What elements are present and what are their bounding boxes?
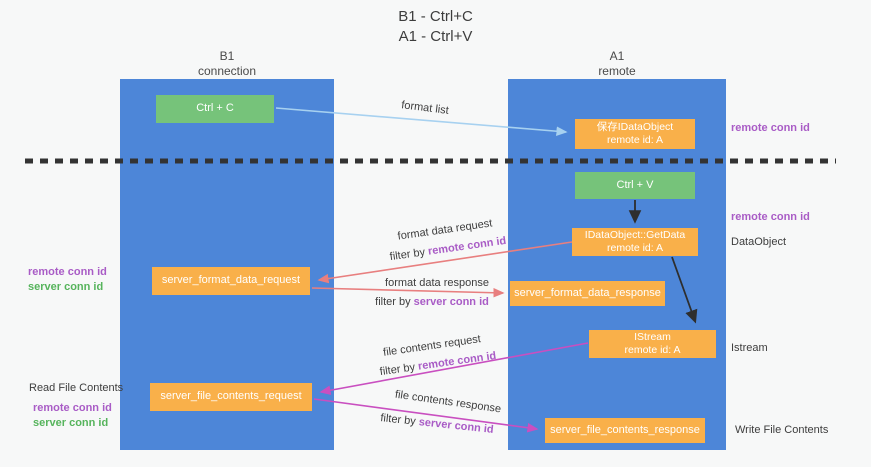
filter-by-text: filter by bbox=[379, 412, 417, 428]
filter-by-text: filter by bbox=[375, 296, 411, 308]
flow-label-filter-server-2: filter by server conn id bbox=[380, 412, 494, 436]
lane-a1-role: remote bbox=[598, 64, 636, 78]
node-ctrl-v: Ctrl + V bbox=[575, 172, 695, 199]
flow-label-format-list: format list bbox=[400, 99, 450, 117]
remote-conn-id-text: remote conn id bbox=[427, 234, 507, 258]
left-label-server-conn-id-top: server conn id bbox=[28, 281, 104, 293]
lane-header-a1: A1 remote bbox=[508, 49, 726, 79]
title-line-1: B1 - Ctrl+C bbox=[398, 8, 473, 25]
node-save-idataobject: 保存IDataObject remote id: A bbox=[575, 119, 695, 149]
node-server-format-data-request: server_format_data_request bbox=[152, 267, 310, 295]
ctrl-c-label: Ctrl + C bbox=[196, 102, 234, 115]
flow-label-format-data-response: format data response bbox=[385, 277, 489, 289]
right-label-write-file-contents: Write File Contents bbox=[735, 424, 829, 436]
flow-label-filter-server-1: filter by server conn id bbox=[375, 296, 489, 308]
server-file-contents-response-label: server_file_contents_response bbox=[550, 423, 700, 436]
right-label-remote-conn-id-mid: remote conn id bbox=[731, 211, 810, 223]
getdata-line1: IDataObject::GetData bbox=[584, 228, 686, 241]
node-istream: IStream remote id: A bbox=[589, 330, 716, 358]
filter-by-text: filter by bbox=[379, 361, 416, 379]
right-label-dataobject: DataObject bbox=[731, 236, 787, 248]
server-format-data-response-label: server_format_data_response bbox=[514, 286, 661, 299]
server-conn-id-text: server conn id bbox=[413, 296, 489, 308]
node-server-format-data-response: server_format_data_response bbox=[510, 281, 665, 306]
diagram-title: B1 - Ctrl+C A1 - Ctrl+V bbox=[0, 7, 871, 48]
left-label-server-conn-id-bottom: server conn id bbox=[33, 417, 109, 429]
server-file-contents-request-label: server_file_contents_request bbox=[160, 390, 302, 403]
server-conn-id-text: server conn id bbox=[418, 416, 495, 436]
lane-header-b1: B1 connection bbox=[120, 49, 334, 79]
title-line-2: A1 - Ctrl+V bbox=[398, 28, 473, 46]
node-server-file-contents-request: server_file_contents_request bbox=[150, 383, 312, 411]
right-label-istream: Istream bbox=[731, 342, 768, 354]
left-label-remote-conn-id-bottom: remote conn id bbox=[33, 402, 112, 414]
filter-by-text: filter by bbox=[389, 246, 426, 264]
server-format-data-request-label: server_format_data_request bbox=[161, 274, 301, 287]
node-server-file-contents-response: server_file_contents_response bbox=[545, 418, 705, 443]
save-idataobject-line2: remote id: A bbox=[606, 134, 664, 146]
right-label-remote-conn-id-top: remote conn id bbox=[731, 122, 810, 134]
ctrl-v-label: Ctrl + V bbox=[616, 178, 654, 191]
istream-line1: IStream bbox=[634, 330, 671, 343]
lane-b1-role: connection bbox=[197, 64, 257, 78]
lane-b1-name: B1 bbox=[219, 49, 235, 63]
node-idataobject-getdata: IDataObject::GetData remote id: A bbox=[572, 228, 698, 256]
istream-line2: remote id: A bbox=[624, 344, 681, 356]
lane-a1-name: A1 bbox=[609, 49, 625, 63]
left-label-remote-conn-id-top: remote conn id bbox=[28, 266, 107, 278]
save-idataobject-line1: 保存IDataObject bbox=[596, 120, 674, 133]
flow-label-file-contents-response: file contents response bbox=[394, 388, 502, 416]
remote-conn-id-text: remote conn id bbox=[417, 349, 497, 373]
getdata-line2: remote id: A bbox=[606, 242, 664, 254]
left-label-read-file-contents: Read File Contents bbox=[29, 382, 124, 394]
node-ctrl-c: Ctrl + C bbox=[156, 95, 274, 123]
